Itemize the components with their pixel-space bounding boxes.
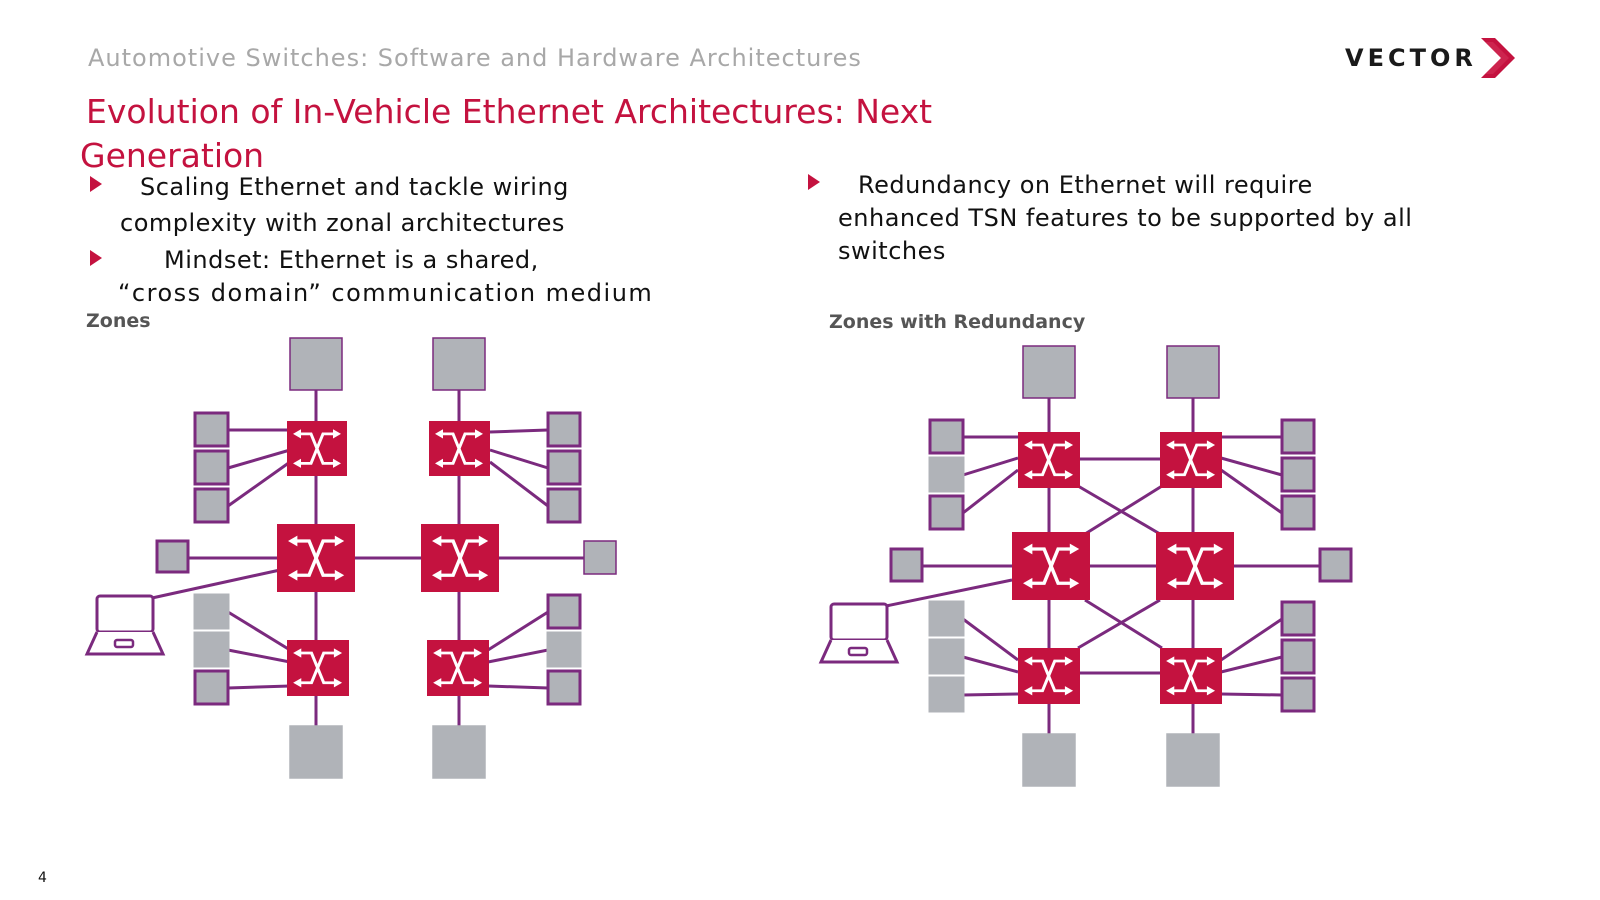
presentation-subtitle: Automotive Switches: Software and Hardwa…	[88, 44, 862, 72]
ecu-node	[289, 725, 343, 779]
ecu-node	[193, 631, 230, 668]
ecu-node	[432, 337, 486, 391]
ecu-node	[193, 487, 230, 524]
ecu-node	[928, 676, 965, 713]
switch-icon	[277, 524, 355, 592]
ecu-node	[928, 418, 965, 455]
page-number: 4	[38, 870, 47, 886]
switch-icon	[1156, 532, 1234, 600]
ecu-node	[289, 337, 343, 391]
logo-text: VECTOR	[1345, 44, 1477, 72]
switch-icon	[1160, 648, 1222, 704]
ecu-node	[546, 411, 582, 448]
laptop-icon	[819, 602, 899, 664]
ecu-node	[546, 593, 582, 630]
zones-redundancy-diagram	[819, 345, 1353, 787]
vector-chevron-icon	[1481, 38, 1515, 78]
right-bullet-1-line-3: switches	[838, 237, 946, 265]
switch-icon	[427, 640, 489, 696]
ecu-node	[1280, 494, 1316, 531]
ecu-node	[1280, 676, 1316, 713]
switch-icon	[1012, 532, 1090, 600]
ecu-node	[928, 456, 965, 493]
left-bullet-1-line-2: complexity with zonal architectures	[120, 209, 565, 237]
switch-icon	[421, 524, 499, 592]
ecu-node	[1280, 600, 1316, 637]
left-bullet-1-line-1: Scaling Ethernet and tackle wiring	[140, 173, 569, 201]
ecu-node	[546, 669, 582, 706]
ecu-node	[193, 593, 230, 630]
bullet-triangle-icon	[90, 176, 102, 192]
ecu-node	[193, 411, 230, 448]
page-title: Evolution of In-Vehicle Ethernet Archite…	[80, 90, 1006, 178]
zones-diagram	[85, 337, 617, 779]
ecu-node	[546, 631, 582, 668]
ecu-node	[1280, 456, 1316, 493]
ecu-node	[583, 540, 617, 575]
title-line-1: Evolution of In-Vehicle Ethernet Archite…	[86, 92, 933, 131]
ecu-node	[1022, 345, 1076, 399]
ecu-node	[193, 449, 230, 486]
ecu-node	[546, 487, 582, 524]
vector-logo: VECTOR	[1345, 36, 1515, 86]
ecu-node	[928, 600, 965, 637]
ecu-node	[1022, 733, 1076, 787]
ecu-node	[193, 669, 230, 706]
bullet-triangle-icon	[808, 174, 820, 190]
bullet-triangle-icon	[90, 250, 102, 266]
right-bullet-1-line-1: Redundancy on Ethernet will require	[858, 171, 1313, 199]
switch-icon	[1018, 432, 1080, 488]
ecu-node	[155, 539, 190, 574]
right-bullet-1-line-2: enhanced TSN features to be supported by…	[838, 204, 1413, 232]
ecu-node	[1166, 345, 1220, 399]
switch-icon	[287, 640, 349, 696]
ecu-node	[1166, 733, 1220, 787]
ecu-node	[546, 449, 582, 486]
switch-icon	[287, 421, 347, 476]
switch-icon	[429, 421, 490, 476]
laptop-icon	[85, 594, 165, 656]
ecu-node	[1318, 547, 1353, 583]
ecu-node	[1280, 638, 1316, 675]
left-bullet-2-line-2: “cross domain” communication medium	[118, 279, 654, 307]
ecu-node	[928, 494, 965, 531]
left-bullet-2-line-1: Mindset: Ethernet is a shared,	[164, 246, 539, 274]
zones-redundancy-diagram-label: Zones with Redundancy	[829, 311, 1086, 333]
title-line-2: Generation	[80, 136, 265, 175]
ecu-node	[1280, 418, 1316, 455]
ecu-node	[432, 725, 486, 779]
zones-diagram-label: Zones	[86, 310, 151, 332]
switch-icon	[1160, 432, 1222, 488]
switch-icon	[1018, 648, 1080, 704]
ecu-node	[889, 547, 924, 583]
ecu-node	[928, 638, 965, 675]
